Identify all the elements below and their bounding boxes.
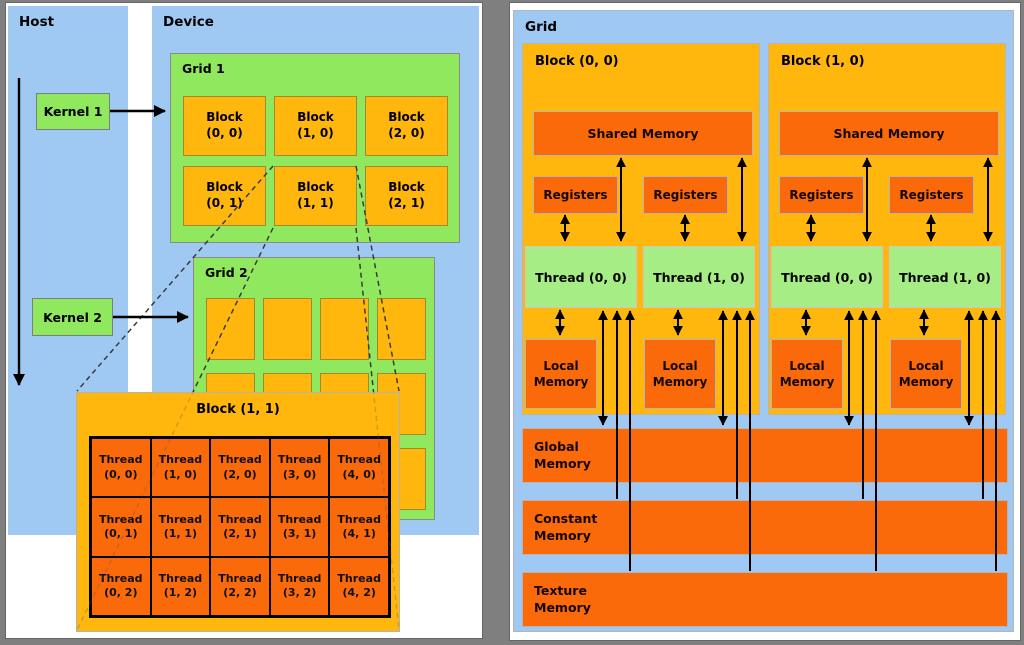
thread-cell-0-1: Thread (0, 1) xyxy=(91,497,151,557)
grid1-block-1-1: Block (1, 1) xyxy=(274,166,357,226)
local-memory-box: Local Memory xyxy=(644,339,716,409)
thread-table: Thread (0, 0) Thread (1, 0) Thread (2, 0… xyxy=(89,436,391,618)
registers-box: Registers xyxy=(889,176,974,214)
grid2-block xyxy=(263,298,312,360)
grid1-title: Grid 1 xyxy=(182,61,225,76)
thread-cell-2-2: Thread (2, 2) xyxy=(210,556,270,616)
grid1-panel: Grid 1 Block (0, 0) Block (1, 0) Block (… xyxy=(170,53,460,243)
thread-cell-0-2: Thread (0, 2) xyxy=(91,556,151,616)
thread-cell-3-0: Thread (3, 0) xyxy=(269,438,330,498)
registers-box: Registers xyxy=(533,176,618,214)
thread-cell-3-2: Thread (3, 2) xyxy=(269,556,330,616)
thread-box: Thread (1, 0) xyxy=(889,246,1001,308)
host-title: Host xyxy=(19,14,55,30)
thread-cell-1-0: Thread (1, 0) xyxy=(150,438,211,498)
thread-cell-4-0: Thread (4, 0) xyxy=(329,438,389,498)
local-memory-box: Local Memory xyxy=(890,339,962,409)
grid2-block xyxy=(377,298,426,360)
local-memory-box: Local Memory xyxy=(525,339,597,409)
thread-cell-3-1: Thread (3, 1) xyxy=(269,497,330,557)
block-detail-overlay: Block (1, 1) Thread (0, 0) Thread (1, 0)… xyxy=(76,392,400,632)
device-title: Device xyxy=(163,14,214,30)
block-detail-title: Block (1, 1) xyxy=(196,402,280,417)
grid2-title: Grid 2 xyxy=(205,265,248,280)
registers-box: Registers xyxy=(779,176,864,214)
grid1-block-2-1: Block (2, 1) xyxy=(365,166,448,226)
grid1-block-0-1: Block (0, 1) xyxy=(183,166,266,226)
grid-title: Grid xyxy=(525,19,558,35)
constant-memory-bar: Constant Memory xyxy=(522,500,1008,555)
memory-block-0: Block (0, 0) Shared Memory Registers Reg… xyxy=(522,43,760,415)
thread-cell-2-0: Thread (2, 0) xyxy=(210,438,270,498)
thread-box: Thread (0, 0) xyxy=(525,246,637,308)
grid1-block-0-0: Block (0, 0) xyxy=(183,96,266,156)
thread-box: Thread (0, 0) xyxy=(771,246,883,308)
thread-cell-4-1: Thread (4, 1) xyxy=(329,497,389,557)
shared-memory-box: Shared Memory xyxy=(533,111,753,156)
kernel1-box: Kernel 1 xyxy=(36,93,110,130)
thread-cell-1-1: Thread (1, 1) xyxy=(150,497,211,557)
thread-cell-0-0: Thread (0, 0) xyxy=(91,438,151,498)
shared-memory-box: Shared Memory xyxy=(779,111,999,156)
local-memory-box: Local Memory xyxy=(771,339,843,409)
thread-box: Thread (1, 0) xyxy=(643,246,755,308)
memory-block-0-title: Block (0, 0) xyxy=(535,54,619,69)
thread-cell-1-2: Thread (1, 2) xyxy=(150,556,211,616)
grid2-block xyxy=(206,298,255,360)
global-memory-bar: Global Memory xyxy=(522,428,1008,483)
registers-box: Registers xyxy=(643,176,728,214)
texture-memory-bar: Texture Memory xyxy=(522,572,1008,627)
grid1-block-2-0: Block (2, 0) xyxy=(365,96,448,156)
grid2-block xyxy=(320,298,369,360)
memory-block-1-title: Block (1, 0) xyxy=(781,54,865,69)
thread-cell-2-1: Thread (2, 1) xyxy=(210,497,270,557)
kernel2-box: Kernel 2 xyxy=(32,298,113,336)
thread-cell-4-2: Thread (4, 2) xyxy=(329,556,389,616)
memory-block-1: Block (1, 0) Shared Memory Registers Reg… xyxy=(768,43,1006,415)
grid1-block-1-0: Block (1, 0) xyxy=(274,96,357,156)
